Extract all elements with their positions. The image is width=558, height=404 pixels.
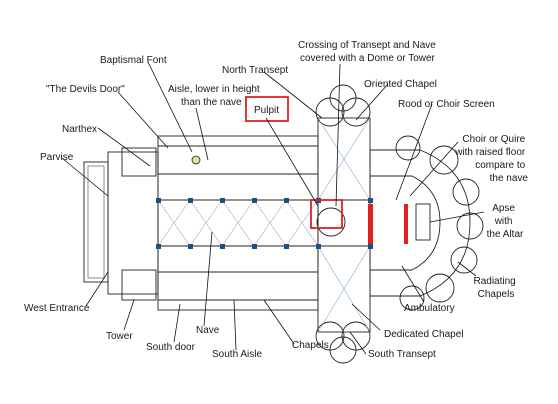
south-tower	[121, 269, 157, 301]
label-aisle-lower: Aisle, lower in height than the nave	[168, 84, 263, 108]
label-tower: Tower	[106, 331, 133, 342]
label-pulpit: Pulpit	[254, 105, 279, 116]
north-tower	[121, 147, 157, 177]
label-south-door: South door	[146, 342, 196, 353]
ambulatory-area	[369, 149, 471, 297]
label-nave: Nave	[196, 325, 220, 336]
label-parvise: Parvise	[40, 152, 74, 163]
label-crossing: Crossing of Transept and Nave covered wi…	[298, 40, 439, 64]
label-devils-door: "The Devils Door"	[46, 84, 125, 95]
narthex-area	[107, 151, 159, 295]
parvise-area	[83, 161, 109, 283]
label-radiating-chapels: Radiating Chapels	[473, 276, 518, 300]
label-ambulatory: Ambulatory	[404, 303, 455, 314]
label-oriented-chapel: Oriented Chapel	[364, 79, 437, 90]
apse-altar	[415, 203, 431, 241]
baptismal-font	[191, 155, 201, 165]
label-apse: Apse with the Altar	[487, 203, 524, 240]
south-aisle-area	[157, 271, 319, 301]
label-chapels: Chapels	[292, 340, 329, 351]
label-baptismal-font: Baptismal Font	[100, 55, 167, 66]
label-south-aisle: South Aisle	[212, 349, 262, 360]
pulpit-location-highlight	[310, 199, 343, 229]
nave-band-north	[157, 173, 319, 201]
pulpit-highlight-box	[245, 96, 289, 122]
label-choir: Choir or Quire with raised floor compare…	[454, 134, 528, 184]
crossing-dome	[316, 207, 346, 237]
leader-lines	[61, 61, 485, 355]
label-south-transept: South Transept	[368, 349, 436, 360]
labels: Baptismal Font Crossing of Transept and …	[24, 40, 528, 360]
rood-screen	[368, 204, 373, 244]
label-narthex: Narthex	[62, 124, 97, 135]
label-dedicated-chapel: Dedicated Chapel	[384, 329, 464, 340]
north-aisle-area	[157, 145, 319, 175]
choir-area	[369, 175, 441, 271]
piers	[156, 198, 373, 249]
floor-plan	[83, 84, 484, 364]
label-west-entrance: West Entrance	[24, 303, 90, 314]
nave-band-south	[157, 245, 319, 273]
label-rood-screen: Rood or Choir Screen	[398, 99, 495, 110]
label-north-transept: North Transept	[222, 65, 288, 76]
